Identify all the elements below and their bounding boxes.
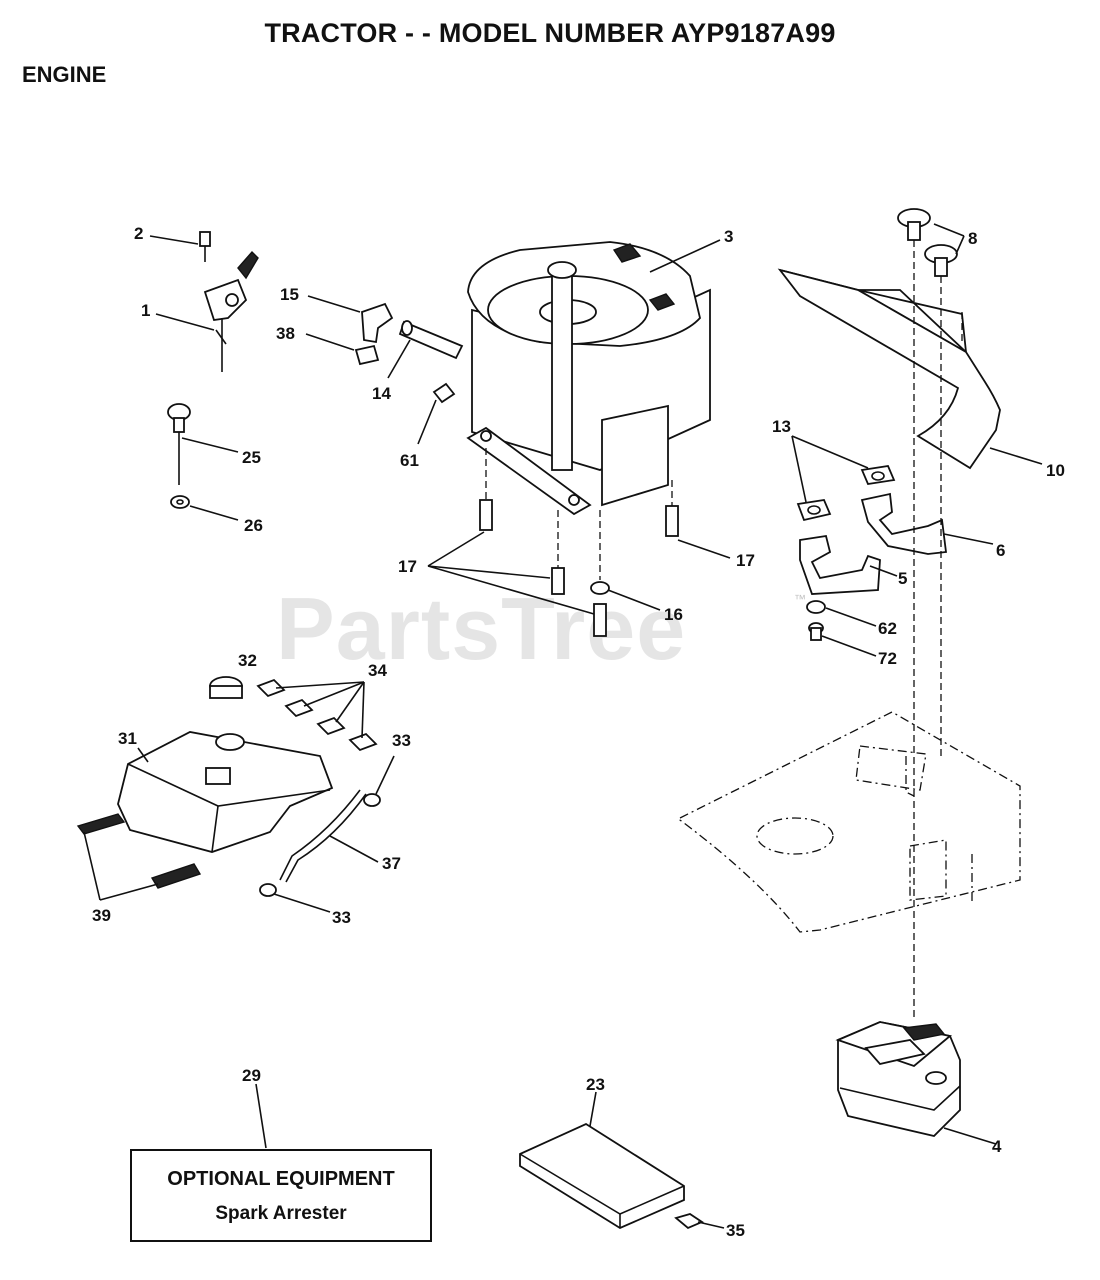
callout-8: 8 xyxy=(968,229,977,248)
fuel-tank-part[interactable] xyxy=(117,731,334,853)
callout-1: 1 xyxy=(141,301,150,320)
callout-39: 39 xyxy=(92,906,111,925)
optional-equipment-title: OPTIONAL EQUIPMENT xyxy=(167,1168,395,1190)
washer-26-part[interactable] xyxy=(170,495,190,509)
engine-part[interactable] xyxy=(466,241,711,516)
gasket-13-part[interactable] xyxy=(796,465,896,522)
optional-equipment-item[interactable]: Spark Arrester xyxy=(215,1203,347,1224)
watermark: PartsTree xyxy=(276,579,687,678)
watermark-trademark: ™ xyxy=(794,592,806,606)
fitting-38-part[interactable] xyxy=(354,344,380,366)
elbow-fitting-part[interactable] xyxy=(361,302,394,344)
callout-61: 61 xyxy=(400,451,419,470)
leader-lines xyxy=(83,223,1043,1229)
callout-15: 15 xyxy=(280,285,299,304)
fuel-cap-part[interactable] xyxy=(209,676,243,699)
washer-16-part[interactable] xyxy=(590,581,610,595)
pad-39-part[interactable] xyxy=(76,813,202,889)
callout-35: 35 xyxy=(726,1221,745,1240)
callout-34: 34 xyxy=(368,661,387,680)
bolt-17-part[interactable] xyxy=(479,448,679,637)
callout-26: 26 xyxy=(244,516,263,535)
callout-17a: 17 xyxy=(398,557,417,576)
screw-35-part[interactable] xyxy=(674,1213,704,1230)
section-label: ENGINE xyxy=(22,62,107,87)
chassis-frame-part xyxy=(679,711,1021,933)
screw-72-part[interactable] xyxy=(808,622,824,641)
optional-equipment-box: OPTIONAL EQUIPMENT Spark Arrester xyxy=(130,1149,432,1242)
callout-5: 5 xyxy=(898,569,907,588)
callout-16: 16 xyxy=(664,605,683,624)
callout-17b: 17 xyxy=(736,551,755,570)
oil-tube-part[interactable] xyxy=(398,320,464,360)
spark-arrester-part[interactable] xyxy=(519,1122,685,1230)
callout-labels: 1 2 3 4 5 6 8 10 13 14 15 16 17 17 23 25… xyxy=(92,224,1065,1240)
washer-62-part[interactable] xyxy=(806,600,826,614)
exhaust-pipe-6-part[interactable] xyxy=(860,492,948,555)
callout-13: 13 xyxy=(772,417,791,436)
callout-3: 3 xyxy=(724,227,733,246)
callout-29: 29 xyxy=(242,1066,261,1085)
heat-shield-part[interactable] xyxy=(777,268,1001,470)
throttle-control-part[interactable] xyxy=(199,231,259,372)
callout-10: 10 xyxy=(1046,461,1065,480)
callout-32: 32 xyxy=(238,651,257,670)
muffler-part[interactable] xyxy=(835,1021,961,1137)
callout-38: 38 xyxy=(276,324,295,343)
callout-4: 4 xyxy=(992,1137,1002,1156)
exhaust-pipe-5-part[interactable] xyxy=(799,534,881,595)
callout-25: 25 xyxy=(242,448,261,467)
clamp-33-part[interactable] xyxy=(259,793,381,897)
callout-37: 37 xyxy=(382,854,401,873)
callout-23: 23 xyxy=(586,1075,605,1094)
callout-62: 62 xyxy=(878,619,897,638)
callout-31: 31 xyxy=(118,729,137,748)
callout-33a: 33 xyxy=(392,731,411,750)
knob-8-part[interactable] xyxy=(897,208,958,277)
callout-33b: 33 xyxy=(332,908,351,927)
callout-14: 14 xyxy=(372,384,391,403)
dipstick-part[interactable] xyxy=(167,403,191,485)
fuel-hose-part[interactable] xyxy=(279,789,367,883)
callout-72: 72 xyxy=(878,649,897,668)
grommet-34-part[interactable] xyxy=(256,678,378,752)
page-title: TRACTOR - - MODEL NUMBER AYP9187A99 xyxy=(264,18,836,48)
callout-2: 2 xyxy=(134,224,143,243)
callout-6: 6 xyxy=(996,541,1005,560)
